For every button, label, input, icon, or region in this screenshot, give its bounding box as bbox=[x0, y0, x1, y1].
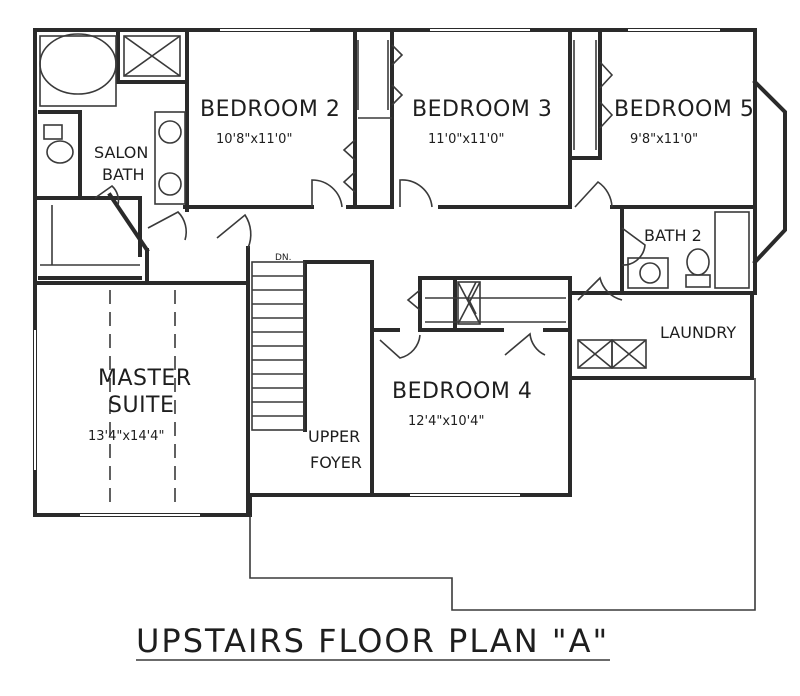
bedroom-5-dims: 9'8"x11'0" bbox=[630, 132, 698, 147]
stair-down-label: DN. bbox=[275, 253, 292, 263]
bay-window bbox=[752, 79, 787, 265]
salon-bath-label-line2: BATH bbox=[102, 165, 144, 184]
shower bbox=[123, 35, 181, 77]
bedroom-3-dims: 11'0"x11'0" bbox=[428, 132, 504, 147]
vanity-bath2 bbox=[627, 257, 669, 289]
upper-foyer-label-line2: FOYER bbox=[310, 453, 362, 472]
windows bbox=[34, 29, 720, 516]
bedroom-2-label: BEDROOM 2 bbox=[200, 97, 340, 122]
toilet-bath2 bbox=[686, 248, 710, 276]
bathtub-oval bbox=[39, 33, 117, 95]
tub-bath2 bbox=[714, 211, 750, 289]
dryer bbox=[611, 339, 647, 369]
laundry-label: LAUNDRY bbox=[660, 323, 736, 342]
staircase bbox=[251, 261, 305, 431]
plan-title: UPSTAIRS FLOOR PLAN "A" bbox=[136, 622, 609, 660]
bedroom-2-dims: 10'8"x11'0" bbox=[216, 132, 292, 147]
fixtures bbox=[39, 33, 750, 369]
bedroom-4-dims: 12'4"x10'4" bbox=[408, 414, 484, 429]
toilet bbox=[46, 140, 74, 164]
bedroom-3-label: BEDROOM 3 bbox=[412, 97, 552, 122]
doors bbox=[94, 44, 646, 359]
interior-walls bbox=[33, 28, 757, 517]
master-dashed-lines bbox=[109, 290, 176, 510]
vanity bbox=[154, 111, 186, 205]
upper-foyer-label-line1: UPPER bbox=[308, 427, 360, 446]
master-suite-label-line1: MASTER bbox=[98, 366, 192, 391]
master-suite-label-line2: SUITE bbox=[108, 393, 174, 418]
master-suite-dims: 13'4"x14'4" bbox=[88, 429, 164, 444]
bedroom-4-label: BEDROOM 4 bbox=[392, 379, 532, 404]
bath-2-label: BATH 2 bbox=[644, 226, 702, 245]
bedroom-5-label: BEDROOM 5 bbox=[614, 97, 754, 122]
salon-bath-label-line1: SALON bbox=[94, 143, 148, 162]
toilet-tank bbox=[43, 124, 63, 140]
deck-outline bbox=[249, 378, 756, 611]
